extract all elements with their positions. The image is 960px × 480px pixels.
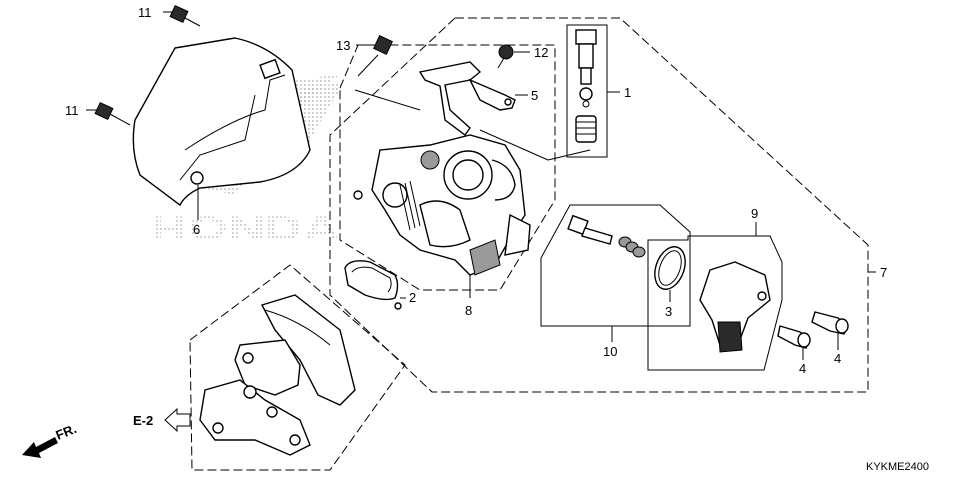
callout-1: 1: [624, 85, 631, 100]
bolt-part-12: [497, 44, 514, 69]
callout-7: 7: [880, 265, 887, 280]
bolt-part-13: [357, 35, 393, 77]
sensor-part-9: [699, 261, 771, 353]
callout-4-right: 4: [834, 351, 841, 366]
bolt-part-11-left: [94, 101, 131, 126]
callout-3: 3: [665, 304, 672, 319]
throttle-body-part-8: [353, 134, 531, 276]
callout-13: 13: [336, 38, 350, 53]
reference-arrow-icon: [164, 407, 191, 433]
bolt-part-11-top: [169, 4, 201, 27]
callout-11-top: 11: [138, 5, 152, 20]
callout-2: 2: [409, 290, 416, 305]
callout-8: 8: [465, 303, 472, 318]
callout-9: 9: [751, 206, 758, 221]
callout-11-left: 11: [65, 103, 79, 118]
spring-part: [618, 236, 646, 258]
screw-and-spring-group-10: [567, 214, 646, 258]
heat-guard-part-6: [132, 37, 311, 207]
callout-4-left: 4: [799, 361, 806, 376]
o-ring-part-3: [654, 246, 686, 290]
honda-wordmark: HONDA: [150, 210, 340, 248]
front-direction: FR.: [22, 421, 79, 458]
sensor-stack-part-1: [575, 29, 597, 143]
front-arrow-icon: [22, 437, 58, 458]
front-label: FR.: [54, 421, 79, 443]
reference-e2: E-2: [133, 407, 191, 433]
assembly-7-outline: [329, 17, 869, 393]
group-10-outline: [540, 204, 691, 327]
bracket-part-5: [418, 61, 516, 136]
gasket-part-2: [344, 260, 402, 310]
intake-manifold: [199, 294, 356, 456]
screw-part-4-right: [811, 311, 849, 335]
callout-6: 6: [193, 222, 200, 237]
leader-lines: [86, 11, 876, 360]
group-9-outline: [647, 235, 783, 371]
callout-12: 12: [534, 45, 548, 60]
manifold-outline: [189, 264, 406, 471]
screw-part-4-left: [777, 325, 811, 349]
reference-label: E-2: [133, 413, 153, 428]
group-1-outline: [566, 24, 608, 158]
callout-5: 5: [531, 88, 538, 103]
callout-10: 10: [603, 344, 617, 359]
diagram-code: KYKME2400: [866, 461, 929, 473]
